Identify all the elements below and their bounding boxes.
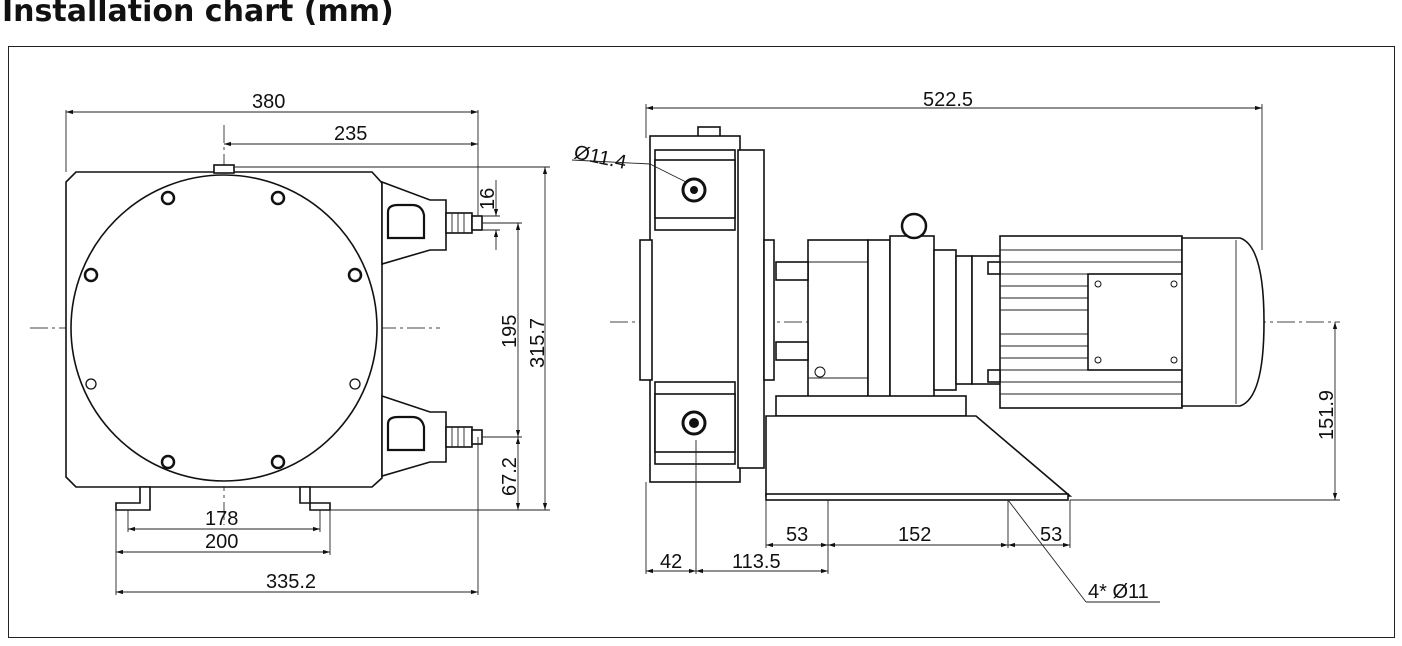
side-dimension-lines <box>571 104 1340 603</box>
dim-base-height: 67.2 <box>499 457 521 496</box>
dim-foot-inner: 178 <box>205 508 238 530</box>
base-frame <box>765 395 1073 501</box>
dim-base-middle: 152 <box>898 524 931 546</box>
dim-foot-outer: 200 <box>205 531 238 553</box>
dim-shaft-height: 151.9 <box>1316 390 1338 440</box>
dim-overall-height: 315.7 <box>527 318 549 368</box>
drawing-frame <box>8 46 1395 638</box>
dim-head-offset: 235 <box>334 123 367 145</box>
dim-base-width: 335.2 <box>266 571 316 593</box>
dim-head-to-base: 113.5 <box>732 551 781 573</box>
front-dimension-lines <box>65 109 550 595</box>
page-title: Installation chart (mm) <box>2 0 394 29</box>
dim-overall-width: 380 <box>252 91 285 113</box>
dim-port-height: 16 <box>477 188 499 210</box>
pump-cover <box>70 174 378 482</box>
upper-port <box>381 180 483 266</box>
cover-bolts <box>83 190 363 470</box>
front-view: 380 235 16 195 315.7 67.2 178 200 335.2 <box>30 91 550 595</box>
dim-head-width: 42 <box>660 551 682 573</box>
dim-port-diameter: Ø11.4 <box>572 141 628 174</box>
mounting-feet <box>115 486 331 511</box>
dim-port-spacing: 195 <box>499 315 521 348</box>
dim-overall-length: 522.5 <box>923 89 973 111</box>
gearbox <box>775 212 973 415</box>
side-view: 522.5 Ø11.4 151.9 53 152 53 42 113.5 4* … <box>572 89 1340 603</box>
top-lug <box>213 164 235 174</box>
pump-head <box>639 126 775 483</box>
motor <box>971 235 1265 409</box>
lower-port <box>381 394 483 478</box>
dim-base-right: 53 <box>1040 524 1062 546</box>
dim-mount-holes: 4* Ø11 <box>1088 581 1149 603</box>
dim-base-left: 53 <box>786 524 808 546</box>
